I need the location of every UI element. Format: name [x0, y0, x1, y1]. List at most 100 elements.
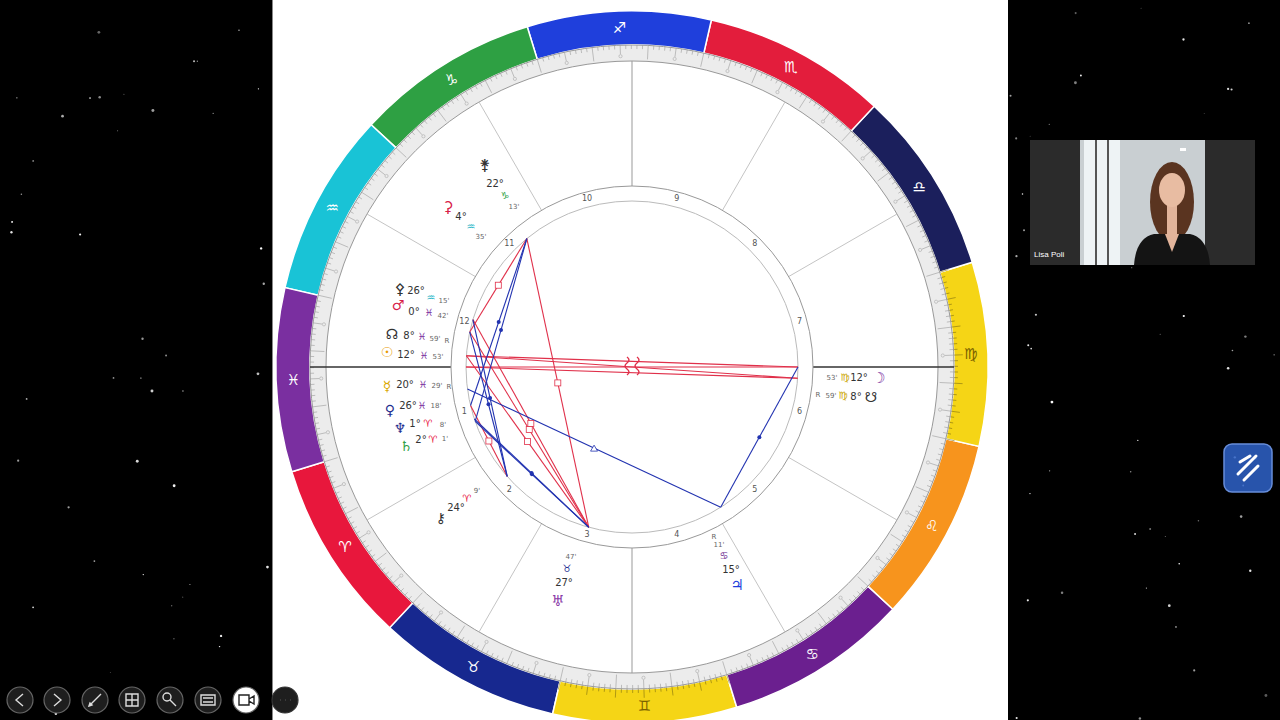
planet-position: R	[816, 392, 821, 399]
degree-tick	[893, 549, 896, 551]
degree-tick	[538, 671, 539, 675]
degree-tick	[396, 148, 406, 158]
star	[1248, 22, 1250, 24]
star	[1159, 333, 1161, 335]
house-cusp	[479, 524, 542, 632]
sextile-symbol	[757, 435, 761, 439]
star	[182, 390, 183, 391]
aspect-symbol	[486, 438, 492, 444]
sextile-symbol	[488, 396, 492, 400]
planet-position: ☽	[872, 371, 885, 386]
degree-tick	[330, 476, 334, 477]
degree-tick	[382, 568, 385, 571]
degree-tick	[317, 433, 326, 435]
degree-tick	[776, 80, 778, 84]
ruler-tick	[946, 293, 950, 295]
degree-tick	[869, 579, 872, 582]
window	[1084, 140, 1120, 265]
star	[1140, 7, 1142, 9]
planet-position: R	[447, 384, 452, 391]
star	[238, 29, 239, 30]
degree-tick	[799, 97, 807, 109]
degree-tick	[736, 667, 737, 671]
degree-tick	[614, 45, 615, 49]
degree-tick	[314, 317, 318, 319]
ruler-tick	[615, 689, 616, 698]
degree-tick	[404, 140, 407, 143]
decan-marker	[422, 135, 425, 138]
degree-tick	[949, 338, 953, 339]
star	[1049, 124, 1050, 125]
star	[1244, 335, 1246, 337]
planet-position: 53'	[433, 354, 444, 361]
degree-tick	[527, 63, 528, 67]
ruler-tick	[954, 383, 963, 384]
planet-position: ☊	[386, 327, 398, 341]
degree-tick	[842, 599, 848, 606]
degree-tick	[890, 553, 893, 555]
ruler-tick	[952, 326, 961, 327]
ruler-tick	[621, 689, 622, 693]
degree-tick	[872, 155, 875, 158]
square-symbol	[486, 438, 492, 444]
degree-tick	[823, 109, 825, 112]
degree-tick	[642, 45, 643, 49]
degree-tick	[495, 75, 497, 79]
degree-tick	[312, 333, 316, 334]
ruler-tick	[953, 343, 957, 344]
degree-tick	[392, 152, 395, 155]
degree-tick	[927, 486, 931, 487]
decan-marker	[535, 661, 538, 664]
degree-tick	[882, 168, 885, 170]
star	[93, 560, 95, 562]
house-number: 8	[752, 240, 757, 248]
decan-marker	[673, 57, 676, 60]
star	[1010, 95, 1012, 97]
degree-tick	[580, 49, 582, 53]
decan-marker	[876, 556, 879, 559]
degree-tick	[378, 169, 385, 175]
ruler-tick	[953, 337, 957, 338]
degree-tick	[620, 45, 621, 54]
aspect-symbol	[499, 328, 503, 332]
sign-glyph: ♎	[912, 179, 925, 194]
planet-position: 20°	[396, 380, 414, 390]
planet-position: ☋	[865, 390, 877, 404]
degree-tick	[318, 295, 332, 298]
house-number: 6	[797, 408, 802, 416]
degree-tick	[687, 680, 689, 684]
star	[140, 377, 142, 379]
degree-tick	[950, 371, 954, 372]
house-cusp	[479, 102, 542, 210]
planet-position: 13'	[509, 204, 520, 211]
decan-marker	[465, 102, 468, 105]
degree-tick	[682, 681, 684, 685]
degree-tick	[329, 257, 333, 258]
decan-marker	[894, 200, 897, 203]
degree-tick	[324, 458, 337, 462]
toolbar-icon	[16, 694, 23, 706]
degree-tick	[466, 91, 468, 94]
decan-marker	[367, 531, 370, 534]
degree-tick	[314, 417, 318, 419]
degree-tick	[692, 51, 694, 55]
degree-tick	[939, 449, 943, 450]
ruler-tick	[558, 681, 560, 690]
degree-tick	[787, 645, 789, 648]
ruler-tick	[954, 366, 958, 367]
degree-tick	[731, 669, 732, 673]
degree-tick	[319, 289, 323, 291]
ruler-tick	[948, 427, 952, 429]
degree-tick	[372, 554, 375, 556]
degree-tick	[576, 680, 578, 684]
degree-tick	[442, 107, 444, 110]
panel-edge	[272, 0, 273, 720]
house-cusp	[367, 458, 475, 521]
planet-position: ♋	[720, 551, 729, 561]
degree-tick	[462, 637, 464, 640]
ruler-tick	[941, 277, 945, 278]
degree-tick	[896, 544, 899, 546]
degree-tick	[356, 202, 359, 204]
degree-tick	[948, 332, 952, 333]
sign-glyph: ♉	[467, 659, 480, 674]
